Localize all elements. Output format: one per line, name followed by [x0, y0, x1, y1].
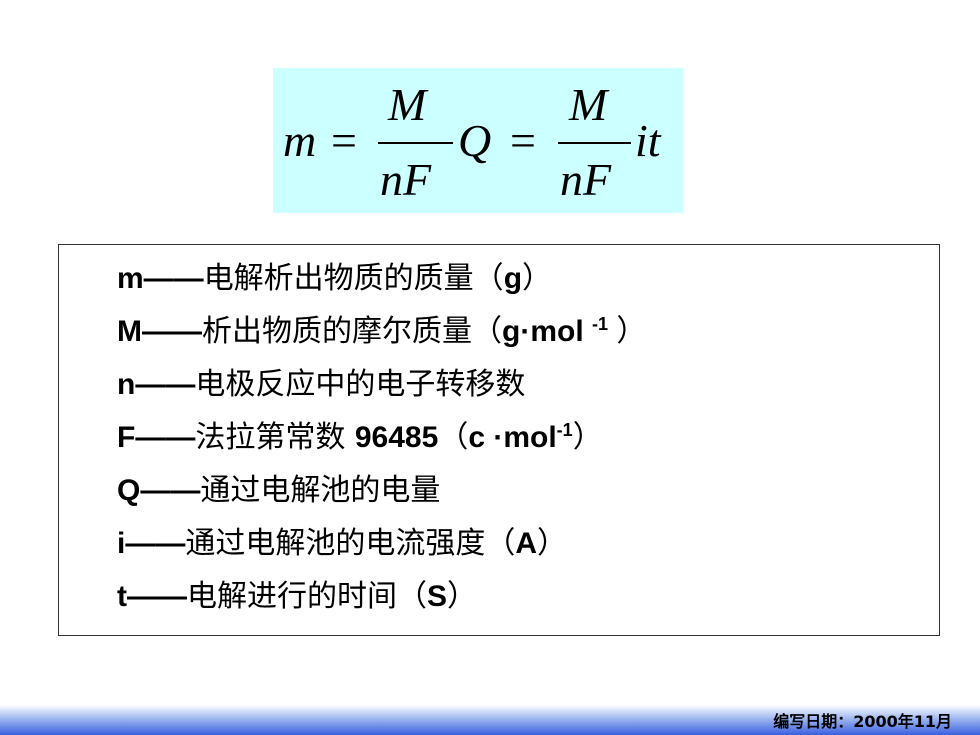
- formula-equals-1: =: [331, 115, 357, 166]
- definition-t: t——电解进行的时间（S）: [117, 573, 477, 621]
- definition-text: 电解进行的时间（: [187, 579, 427, 614]
- close-paren: ）: [522, 261, 553, 296]
- definition-Q: Q——通过电解池的电量: [117, 467, 440, 515]
- definition-text: 电解析出物质的质量（: [203, 261, 504, 296]
- symbol-label: m——: [117, 262, 204, 295]
- close-paren: ）: [572, 420, 603, 455]
- formula-Q: Q: [458, 115, 491, 166]
- definition-text: 法拉第常数: [195, 420, 355, 455]
- close-paren: ）: [447, 579, 478, 614]
- symbol-label: M——: [117, 315, 202, 348]
- symbol-label: i——: [117, 527, 186, 560]
- unit-value: 96485: [354, 421, 439, 454]
- formula-it: it: [635, 115, 662, 166]
- definition-m: m——电解析出物质的质量（g）: [117, 255, 552, 303]
- definition-n: n——电极反应中的电子转移数: [117, 361, 525, 409]
- formula-numerator-2: M: [568, 79, 610, 130]
- symbol-label: n——: [117, 368, 196, 401]
- unit-superscript: -1: [556, 420, 573, 440]
- symbol-label: Q——: [117, 474, 201, 507]
- definition-M: M——析出物质的摩尔质量（g·mol -1 ）: [117, 308, 646, 356]
- footer-bar: [0, 705, 980, 735]
- close-paren: ）: [616, 314, 647, 349]
- unit-text: g: [503, 262, 523, 295]
- unit-text: S: [427, 580, 448, 613]
- definitions-box: m——电解析出物质的质量（g） M——析出物质的摩尔质量（g·mol -1 ） …: [58, 244, 940, 636]
- close-paren: ）: [537, 526, 568, 561]
- formula-svg: m = M nF Q = M nF it: [283, 79, 662, 205]
- footer-date: 编写日期：2000年11月: [773, 712, 952, 731]
- definition-F: F——法拉第常数 96485（c ·mol-1）: [117, 414, 603, 462]
- formula-numerator-1: M: [387, 79, 429, 130]
- unit-superscript: -1: [592, 314, 609, 334]
- unit-text: A: [515, 527, 538, 560]
- unit-text: g·mol: [502, 315, 592, 348]
- definition-text: 电极反应中的电子转移数: [195, 367, 526, 402]
- formula-m: m: [283, 115, 316, 166]
- definition-text: 通过电解池的电流强度（: [185, 526, 516, 561]
- symbol-label: t——: [117, 580, 187, 613]
- symbol-label: F——: [117, 421, 196, 454]
- unit-text: c ·mol: [468, 421, 557, 454]
- definition-i: i——通过电解池的电流强度（A）: [117, 520, 567, 568]
- formula-box: m = M nF Q = M nF it: [273, 68, 683, 213]
- open-paren: （: [438, 420, 469, 455]
- formula-equals-2: =: [510, 115, 536, 166]
- formula-denominator-2: nF: [560, 154, 612, 205]
- definition-text: 析出物质的摩尔质量（: [202, 314, 502, 349]
- formula-denominator-1: nF: [380, 154, 432, 205]
- definition-text: 通过电解池的电量: [200, 473, 441, 508]
